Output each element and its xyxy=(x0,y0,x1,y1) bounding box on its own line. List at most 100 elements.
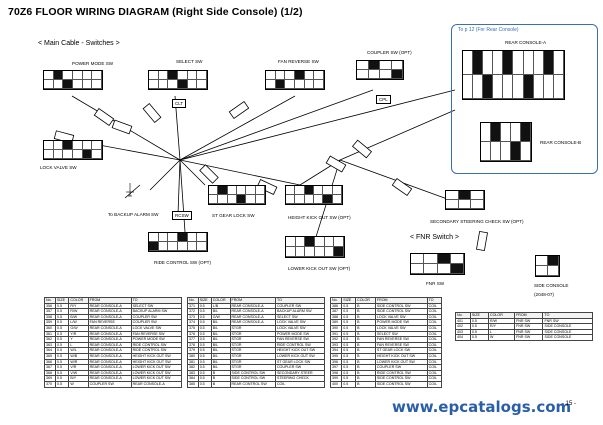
table-cell: COIL xyxy=(426,319,443,326)
col-to: TO xyxy=(130,297,183,304)
table-cell: 0.5 xyxy=(197,336,212,343)
table-cell: 0.5 xyxy=(54,341,70,349)
table-cell: 0.5 xyxy=(197,330,212,338)
table-cell: POWER MODE SW xyxy=(130,336,183,343)
table-cell: W/L xyxy=(68,347,89,354)
table-cell: FAN REVERSE SW xyxy=(274,336,326,343)
coupler-label: COUPLER SW (OPT) xyxy=(367,50,412,55)
table-cell: LOWER KICK OUT SW xyxy=(130,369,183,377)
table-cell: COIL xyxy=(426,336,443,343)
main-cable-label: < Main Cable - Switches > xyxy=(38,40,120,47)
table-cell: 0.5 xyxy=(341,380,357,388)
table-cell: 0.5 xyxy=(197,375,212,382)
table-cell: 0.5 xyxy=(54,369,70,377)
table-cell: COIL xyxy=(426,369,443,377)
fnr-label: FNR SW xyxy=(426,281,445,286)
table-cell: B xyxy=(210,380,231,388)
table-cell: COIL xyxy=(426,375,443,382)
table-cell: 0.5 xyxy=(197,380,212,388)
table-cell: LOWER KICK OUT SW xyxy=(130,375,183,382)
table-cell: B/W xyxy=(68,313,89,321)
lock-valve-connector xyxy=(43,140,103,160)
table-cell: Y/R xyxy=(68,330,89,338)
lower-kickout-label: LOWER KICK OUT SW (OPT) xyxy=(288,266,351,271)
rear-console-panel xyxy=(451,24,598,174)
table-cell: COIL xyxy=(426,330,443,338)
rear-console-a-connector xyxy=(462,50,565,100)
clt-tag: CLT xyxy=(172,99,187,108)
fnr-connector xyxy=(410,253,465,275)
table-cell: R/W xyxy=(68,308,89,315)
table-cell: B xyxy=(355,380,376,388)
select-sw-connector xyxy=(148,70,208,90)
table-cell: 0.5 xyxy=(197,313,212,321)
table-cell: 399 xyxy=(329,375,343,382)
table-cell: FAN REVERSE SW xyxy=(130,330,183,338)
table-cell: 0.5 xyxy=(54,364,70,371)
table-cell: REAR CONSOLE-A xyxy=(229,313,276,321)
side-console-label: SIDE CONSOLE xyxy=(534,283,569,288)
table-cell: BACKUP ALARM SW xyxy=(130,308,183,315)
table-cell: 0.5 xyxy=(197,319,212,326)
table-cell: 404 xyxy=(455,334,471,341)
fan-reverse-label: FAN REVERSE SW xyxy=(278,59,319,64)
table-cell: V/W xyxy=(68,369,89,377)
table-cell: BACKUP ALARM SW xyxy=(274,308,326,315)
table-cell: 400 xyxy=(329,380,343,388)
table-cell: 394 xyxy=(329,347,343,354)
table-cell: R/Y xyxy=(68,302,89,310)
rear-console-b-connector xyxy=(480,122,532,162)
cpl-tag: CPL xyxy=(376,95,391,104)
coupler-connector xyxy=(356,60,404,80)
table-cell: LOWER KICK OUT SW xyxy=(130,364,183,371)
table-cell: Y xyxy=(68,336,89,343)
table-cell: 392 xyxy=(329,336,343,343)
table-cell: STGR xyxy=(229,347,276,354)
table-cell: COIL xyxy=(426,313,443,321)
table-cell: 0.5 xyxy=(54,325,70,332)
table-cell: 0.5 xyxy=(197,358,212,366)
table-cell: 386 xyxy=(329,302,343,310)
lower-kickout-connector xyxy=(285,236,345,258)
table-cell: FNR SW xyxy=(542,317,593,325)
table-cell: 390 xyxy=(329,325,343,332)
table-cell: 0.5 xyxy=(54,375,70,382)
table-cell: 0.5 xyxy=(197,325,212,332)
side-console-connector xyxy=(535,255,560,277)
table-header-row: No. SIZE COLOR FROM TO xyxy=(44,297,183,304)
watermark: www.epcatalogs.com xyxy=(392,398,572,416)
table-cell: 391 xyxy=(329,330,343,338)
height-kickout-label: HEIGHT KICK OUT SW (OPT) xyxy=(288,215,351,220)
table-cell: 0.5 xyxy=(54,302,70,310)
table-cell: SELECT SW xyxy=(274,313,326,321)
table-cell: 0.5 xyxy=(54,336,70,343)
ride-control-connector xyxy=(148,232,208,252)
table-cell: COUPLER SW xyxy=(130,319,183,326)
table-cell: 395 xyxy=(329,352,343,360)
table-cell: STGR xyxy=(229,352,276,360)
table-cell: COUPLER SW xyxy=(130,313,183,321)
table-cell: B/Y xyxy=(68,375,89,382)
table-cell: SELECT SW xyxy=(130,302,183,310)
table-cell: 0.5 xyxy=(469,334,490,341)
table-cell: SIDE CONTROL SW xyxy=(229,369,276,377)
table-cell: L/W xyxy=(68,319,89,326)
table-cell: 0.5 xyxy=(469,328,490,336)
